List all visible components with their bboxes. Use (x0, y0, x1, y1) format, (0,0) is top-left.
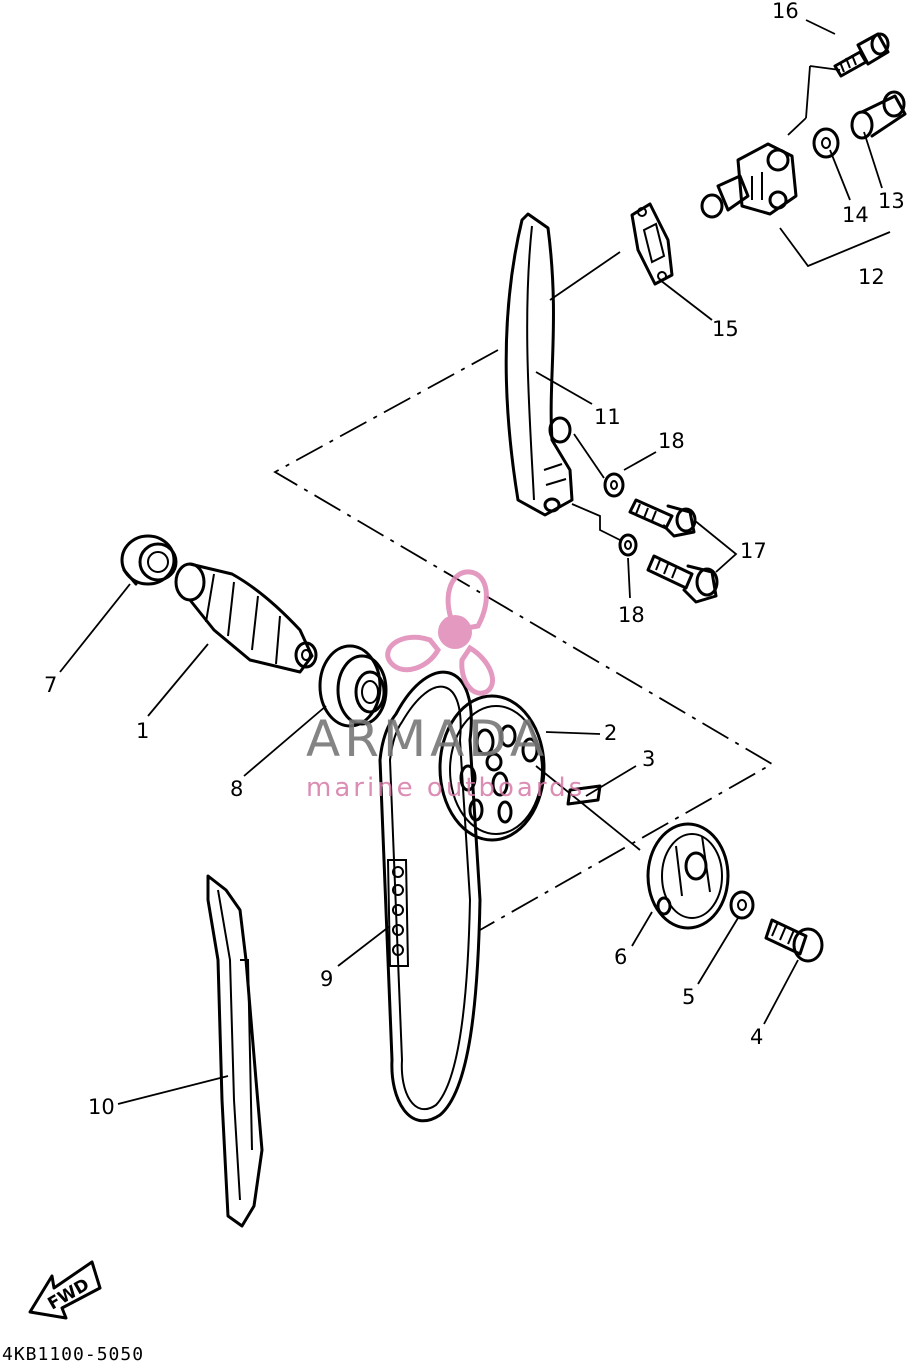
part-5-washer (729, 890, 755, 920)
part-16-bolt (833, 32, 890, 78)
part-12-tensioner (700, 142, 798, 219)
fwd-direction-arrow: FWD (28, 1260, 102, 1320)
callout-11: 11 (594, 405, 621, 429)
part-14-washer (812, 127, 840, 159)
callout-6: 6 (614, 945, 627, 969)
callout-4: 4 (750, 1025, 763, 1049)
part-2-cam-sprocket (438, 694, 546, 842)
part-17-bolt-upper (628, 498, 697, 538)
callout-2: 2 (604, 721, 617, 745)
part-13-plug (850, 90, 907, 140)
part-18-washer-lower (618, 533, 638, 557)
callout-3: 3 (642, 747, 655, 771)
part-17-bolt-lower (646, 554, 719, 604)
part-10-chain-guide (206, 874, 264, 1228)
callout-18-upper: 18 (658, 429, 685, 453)
callout-5: 5 (682, 985, 695, 1009)
callout-1: 1 (136, 719, 149, 743)
callout-12: 12 (858, 265, 885, 289)
part-9-timing-chain (378, 670, 482, 1123)
leader-lines (59, 19, 891, 1105)
callout-16: 16 (772, 0, 799, 23)
propeller-logo-icon (385, 569, 496, 696)
part-1-camshaft (174, 562, 318, 674)
part-18-washer-upper (603, 472, 625, 498)
callout-18-lower: 18 (618, 603, 645, 627)
callout-8: 8 (230, 777, 243, 801)
assembly-boundary (273, 349, 774, 931)
part-7-bearing (120, 534, 178, 586)
part-4-bolt (764, 918, 824, 963)
callout-9: 9 (320, 967, 333, 991)
callout-14: 14 (842, 203, 869, 227)
part-11-chain-guide (504, 212, 574, 517)
watermark: ARMADA marine outboards (306, 569, 585, 803)
part-3-dowel-pin (566, 784, 602, 806)
part-6-cam-plate (646, 822, 730, 930)
callout-15: 15 (712, 317, 739, 341)
callout-13: 13 (878, 189, 905, 213)
callout-17: 17 (740, 539, 767, 563)
callout-10: 10 (88, 1095, 115, 1119)
callout-7: 7 (44, 673, 57, 697)
part-15-gasket (630, 202, 674, 286)
callout-labels: 1 2 3 4 5 6 7 8 9 10 11 12 13 14 15 16 1… (44, 0, 905, 1119)
part-8-bearing (318, 644, 388, 728)
watermark-brand: ARMADA (306, 710, 548, 768)
watermark-tagline: marine outboards (306, 773, 585, 803)
part-code: 4KB1100-5050 (2, 1344, 144, 1362)
